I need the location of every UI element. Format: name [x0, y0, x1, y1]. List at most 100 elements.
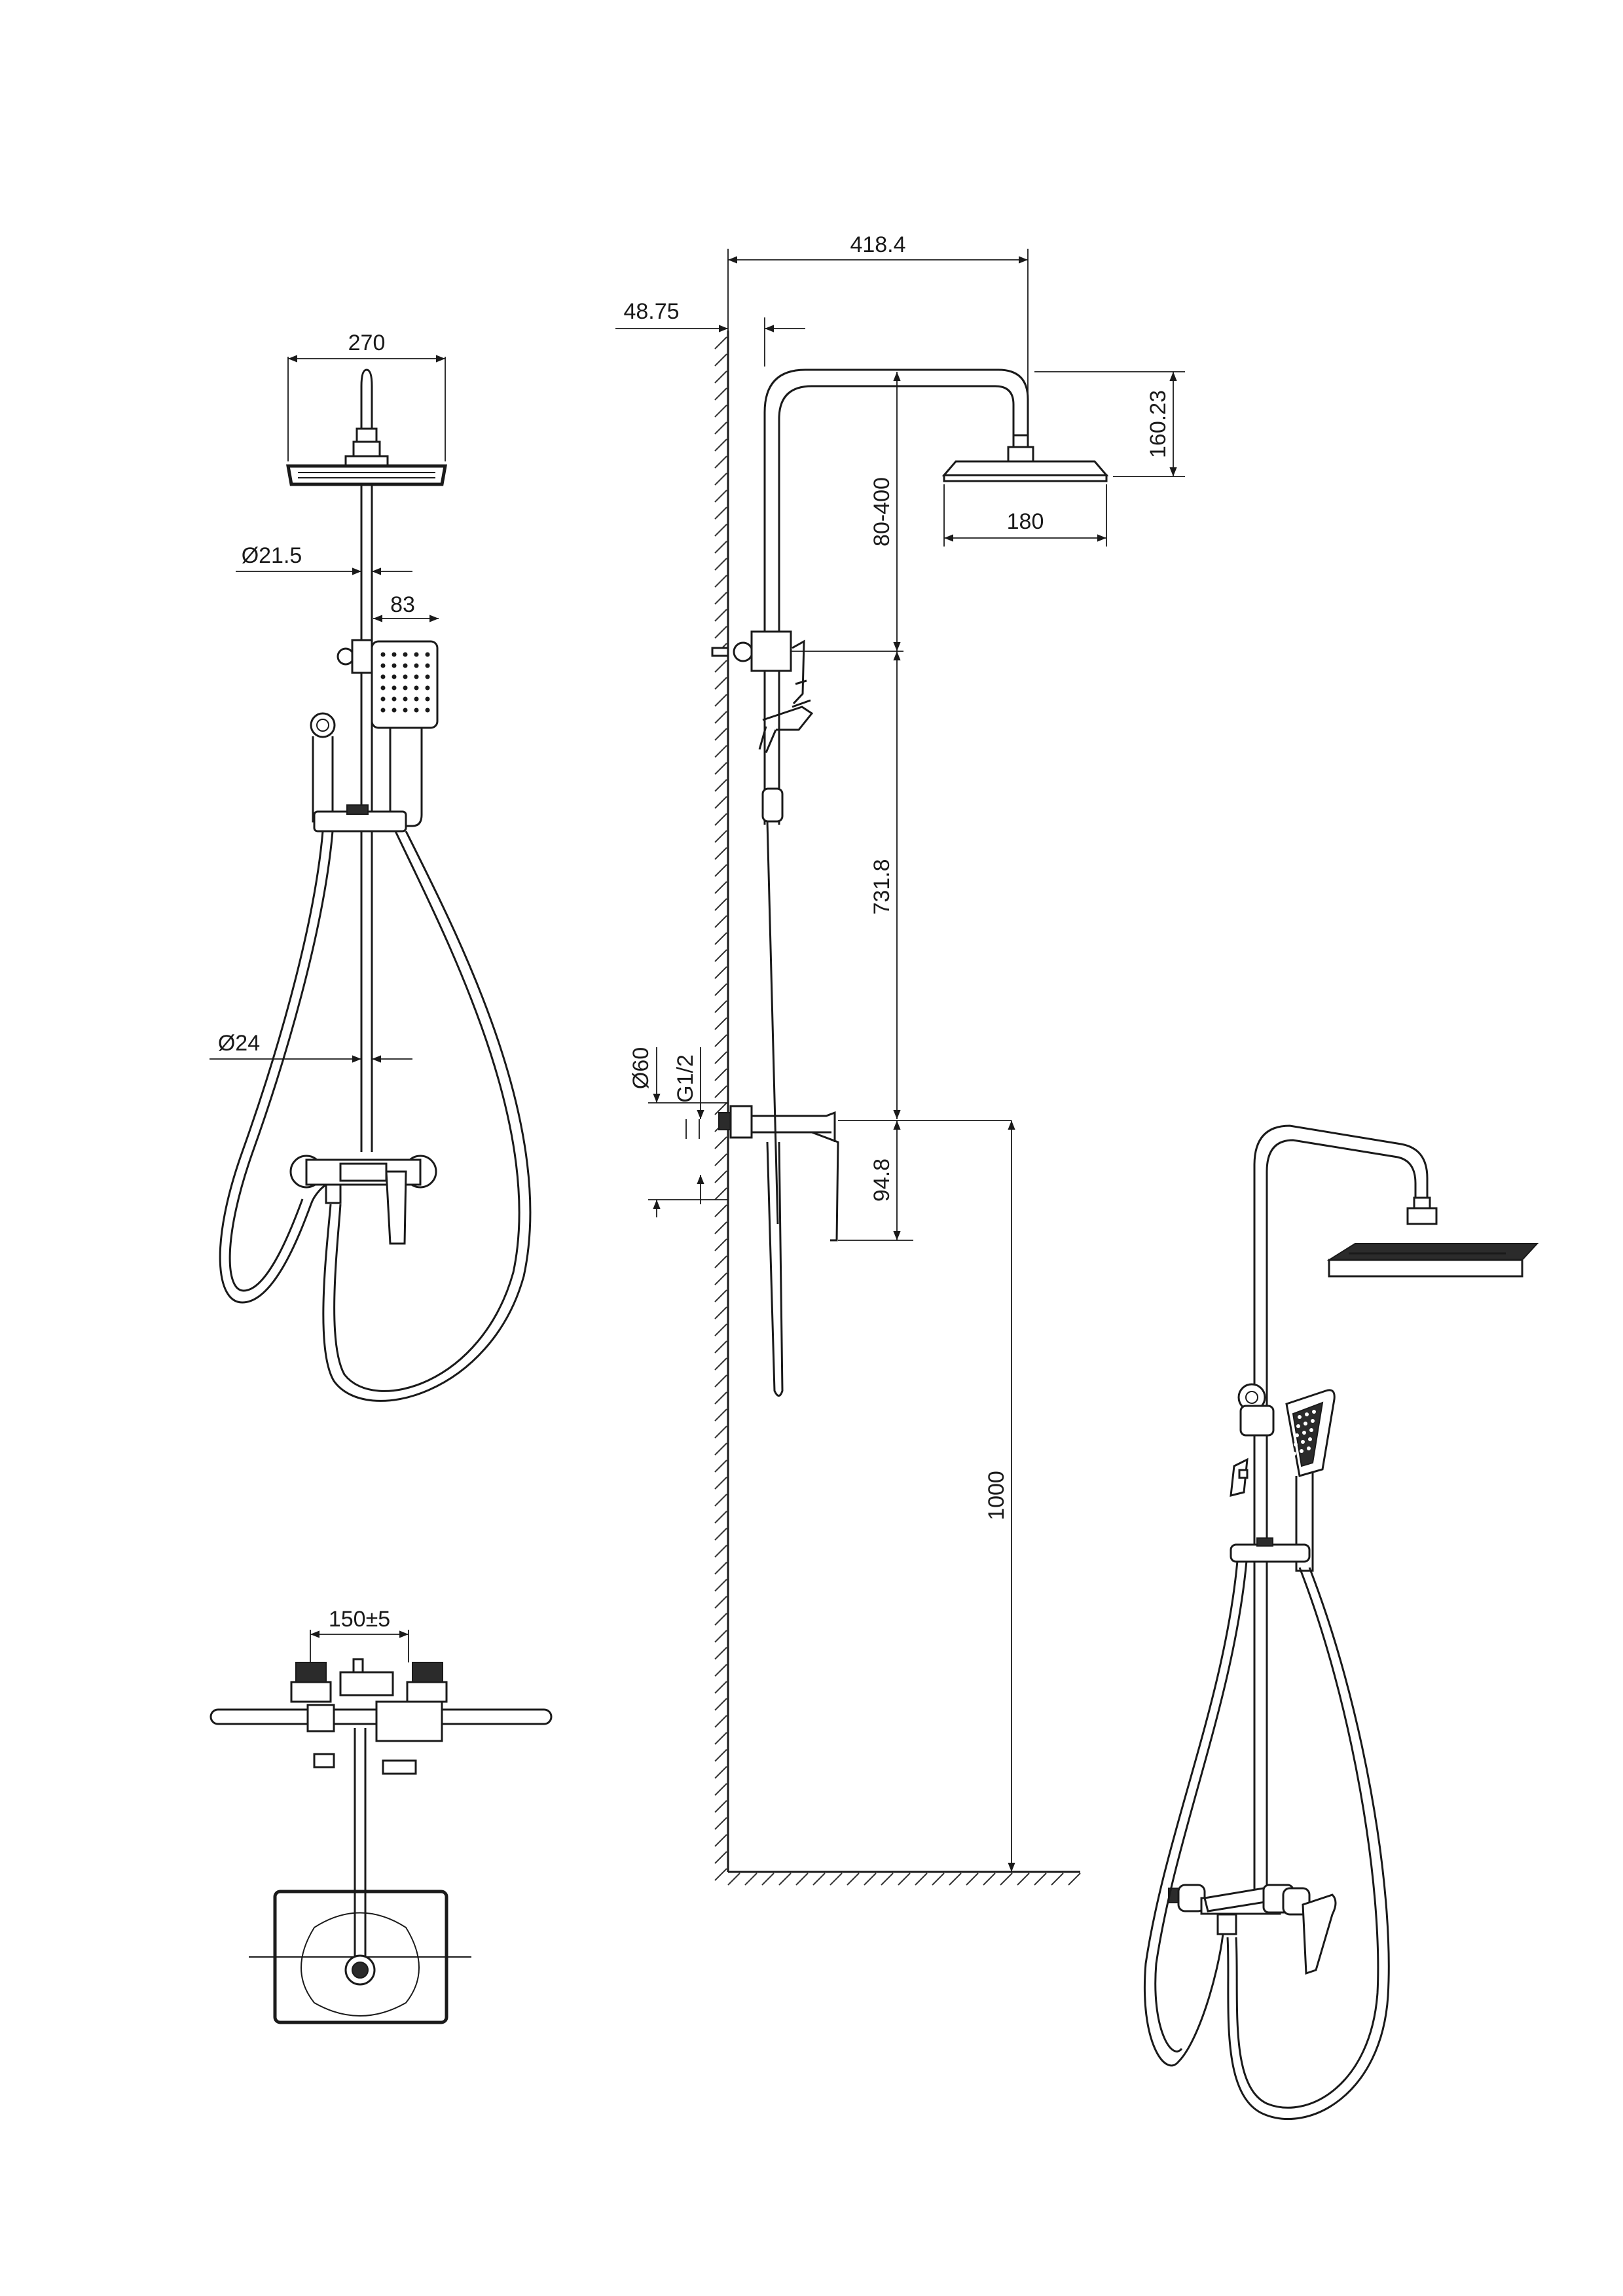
wall-hatch-line	[714, 473, 727, 486]
wall-hatch-line	[714, 1460, 727, 1473]
dim-mixer-height: 94.8	[869, 1158, 894, 1202]
floor-hatch-line	[1000, 1873, 1013, 1886]
wall-hatch-line	[714, 898, 727, 911]
wall-hatch-line	[714, 1153, 727, 1166]
wall-hatch-line	[714, 1323, 727, 1336]
nozzle-dot	[1301, 1440, 1305, 1444]
wall-hatch-line	[714, 1221, 727, 1234]
wall-hatch-line	[714, 728, 727, 741]
nozzle-dot	[425, 696, 430, 702]
floor-hatch-line	[1068, 1873, 1081, 1886]
wall-hatch-line	[714, 745, 727, 758]
wall-hatch-line	[714, 711, 727, 724]
dim-inlet-spacing: 150±5	[329, 1607, 390, 1632]
wall-hatch-line	[714, 1681, 727, 1694]
floor-hatch-line	[898, 1873, 911, 1886]
nozzle-dot	[414, 696, 419, 702]
wall-hatch-line	[714, 1408, 727, 1422]
floor-hatch-line	[966, 1873, 979, 1886]
wall-hatch-line	[714, 404, 727, 418]
nozzle-dot	[380, 708, 386, 713]
wall-hatch-line	[714, 677, 727, 690]
wall-hatch-line	[714, 1732, 727, 1745]
nozzle-dot	[1295, 1433, 1299, 1437]
nozzle-dot	[1311, 1419, 1315, 1423]
wall-hatch-line	[714, 1204, 727, 1217]
nozzle-dot	[403, 674, 408, 679]
wall-hatch-line	[714, 1528, 727, 1541]
dim-head-drop: 160.23	[1146, 390, 1171, 458]
dim-pipe-diameter: Ø21.5	[242, 543, 302, 568]
wall-hatch-line	[714, 1715, 727, 1728]
nozzle-dot	[425, 708, 430, 713]
floor-hatch-line	[795, 1873, 809, 1886]
dim-head-depth: 180	[1007, 509, 1044, 534]
wall-hatch-line	[714, 949, 727, 962]
nozzle-dot	[1305, 1412, 1309, 1416]
iso-hand-shower-dots	[1292, 1410, 1316, 1456]
wall-hatch-line	[714, 932, 727, 945]
wall-hatch-line	[714, 796, 727, 809]
wall-hatch-line	[714, 694, 727, 707]
wall-hatch-line	[714, 1068, 727, 1081]
nozzle-dot	[392, 696, 397, 702]
dim-flange-diameter: Ø60	[629, 1047, 653, 1089]
nozzle-dot	[1300, 1449, 1304, 1453]
wall-hatch-line	[714, 1102, 727, 1115]
nozzle-dot	[403, 696, 408, 702]
wall-hatch-line	[714, 541, 727, 554]
wall-hatch-line	[714, 1255, 727, 1268]
wall-hatch-line	[714, 915, 727, 928]
wall-hatch-line	[714, 1562, 727, 1575]
wall-hatch-line	[714, 1272, 727, 1285]
nozzle-dot	[380, 685, 386, 691]
plan-view: 150±5	[210, 1607, 553, 2024]
wall-hatch-icon	[714, 331, 729, 1881]
floor-hatch-line	[778, 1873, 792, 1886]
nozzle-dot	[1307, 1446, 1311, 1450]
floor-hatch-line	[1017, 1873, 1030, 1886]
wall-hatch-line	[714, 353, 727, 367]
wall-hatch-line	[714, 1374, 727, 1388]
wall-hatch-line	[714, 1238, 727, 1251]
floor-hatch-icon	[727, 1871, 1081, 1886]
floor-hatch-line	[847, 1873, 860, 1886]
floor-hatch-line	[983, 1873, 996, 1886]
nozzle-dot	[414, 674, 419, 679]
nozzle-dot	[1298, 1415, 1302, 1419]
wall-hatch-line	[714, 1187, 727, 1200]
nozzle-dot	[1308, 1437, 1312, 1441]
wall-hatch-line	[714, 1834, 727, 1847]
wall-hatch-line	[714, 762, 727, 775]
nozzle-dot	[392, 652, 397, 657]
nozzle-dot	[392, 674, 397, 679]
wall-hatch-line	[714, 575, 727, 588]
wall-hatch-line	[714, 1306, 727, 1319]
nozzle-dot	[403, 663, 408, 668]
nozzle-dot	[1296, 1424, 1300, 1428]
wall-hatch-line	[714, 1613, 727, 1626]
wall-hatch-line	[714, 1170, 727, 1183]
wall-hatch-line	[714, 1494, 727, 1507]
nozzle-dot	[425, 685, 430, 691]
wall-hatch-line	[714, 626, 727, 639]
wall-hatch-line	[714, 1391, 727, 1405]
nozzle-dot	[1309, 1428, 1313, 1432]
dim-wall-offset: 48.75	[623, 299, 679, 324]
nozzle-dot	[380, 652, 386, 657]
isometric-view	[1144, 1124, 1539, 2120]
floor-hatch-line	[932, 1873, 945, 1886]
nozzle-dot	[392, 685, 397, 691]
nozzle-dot	[392, 708, 397, 713]
nozzle-dot	[414, 652, 419, 657]
wall-hatch-line	[714, 1017, 727, 1030]
wall-hatch-line	[714, 1051, 727, 1064]
nozzle-dot	[403, 685, 408, 691]
wall-hatch-line	[714, 422, 727, 435]
nozzle-dot	[1304, 1422, 1307, 1426]
nozzle-dot	[380, 663, 386, 668]
nozzle-dot	[414, 708, 419, 713]
wall-hatch-line	[714, 966, 727, 979]
dim-hand-shower-width: 83	[390, 592, 415, 617]
